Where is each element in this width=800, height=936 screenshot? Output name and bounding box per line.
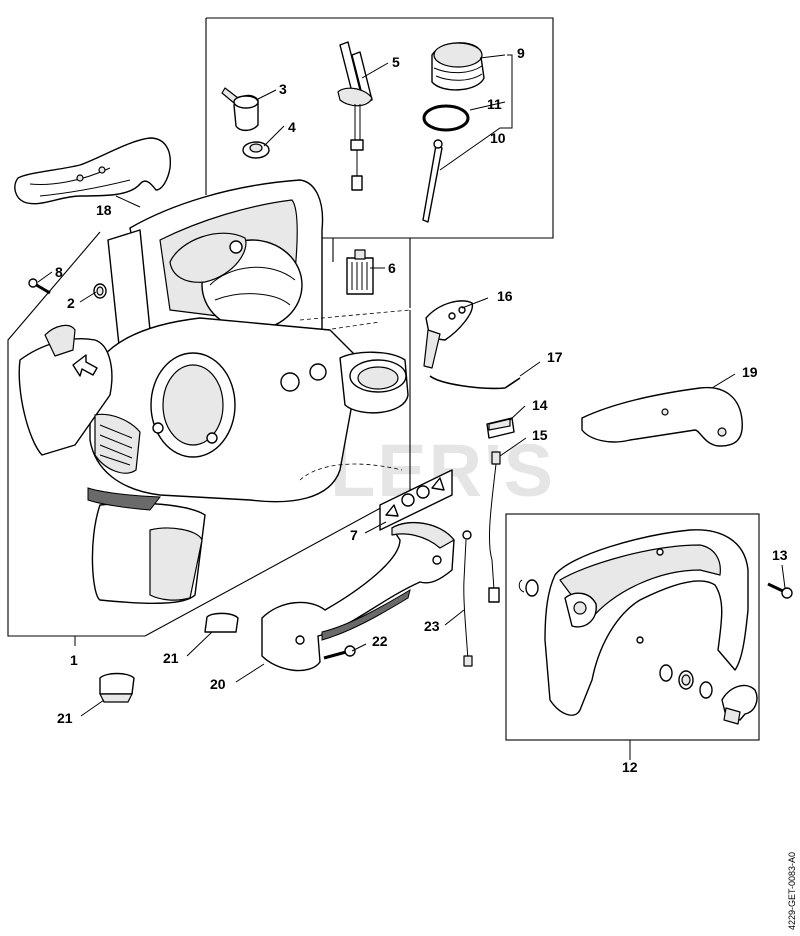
leader-lines — [37, 54, 786, 760]
handle-20 — [261, 521, 455, 672]
callout-21b: 21 — [57, 710, 73, 726]
switch-14 — [486, 417, 515, 439]
callout-8: 8 — [55, 264, 63, 280]
fuel-filter-6 — [346, 249, 374, 295]
callout-14: 14 — [532, 397, 548, 413]
handle-assembly-12 — [518, 529, 758, 725]
fuel-cap-9 — [431, 42, 485, 91]
screw-13 — [767, 582, 793, 599]
screw-8 — [28, 278, 51, 295]
blower-housing — [18, 179, 409, 604]
callout-9: 9 — [517, 45, 525, 61]
callout-2: 2 — [67, 295, 75, 311]
callout-13: 13 — [772, 547, 788, 563]
callout-6: 6 — [388, 260, 396, 276]
rubber-21b — [99, 672, 135, 703]
callout-4: 4 — [288, 119, 296, 135]
callout-21a: 21 — [163, 650, 179, 666]
callout-1: 1 — [70, 652, 78, 668]
callout-10: 10 — [490, 130, 506, 146]
reference-code: 4229-GET-0083-A0 — [787, 852, 797, 930]
callout-5: 5 — [392, 54, 400, 70]
warning-label-7 — [379, 469, 453, 531]
callout-3: 3 — [279, 81, 287, 97]
strap-10 — [422, 139, 443, 223]
rubber-21a — [204, 612, 239, 633]
callout-23: 23 — [424, 618, 440, 634]
callout-12: 12 — [622, 759, 638, 775]
filter-frame — [333, 237, 411, 308]
callout-22: 22 — [372, 633, 388, 649]
washer-4 — [242, 141, 270, 159]
callout-16: 16 — [497, 288, 513, 304]
handle-frame — [505, 513, 760, 741]
handle-grip-19 — [581, 386, 743, 447]
fuel-line-5 — [337, 41, 373, 191]
callout-19: 19 — [742, 364, 758, 380]
o-ring-11 — [422, 104, 470, 132]
callout-15: 15 — [532, 427, 548, 443]
callout-7: 7 — [350, 527, 358, 543]
rod-17 — [429, 375, 521, 390]
grommet-2 — [93, 283, 107, 299]
screw-22 — [323, 645, 356, 660]
callout-18: 18 — [96, 202, 112, 218]
valve-3 — [221, 87, 259, 132]
housing-frame — [7, 231, 411, 637]
handle-cover-top — [14, 137, 172, 205]
callout-labels: 1 2 3 4 5 6 7 8 9 10 11 12 13 14 15 16 1… — [55, 45, 788, 775]
cable-23 — [462, 530, 473, 667]
callout-17: 17 — [547, 349, 563, 365]
callout-11: 11 — [487, 96, 502, 112]
throttle-16 — [423, 300, 474, 369]
callout-20: 20 — [210, 676, 226, 692]
cable-15 — [488, 451, 501, 603]
